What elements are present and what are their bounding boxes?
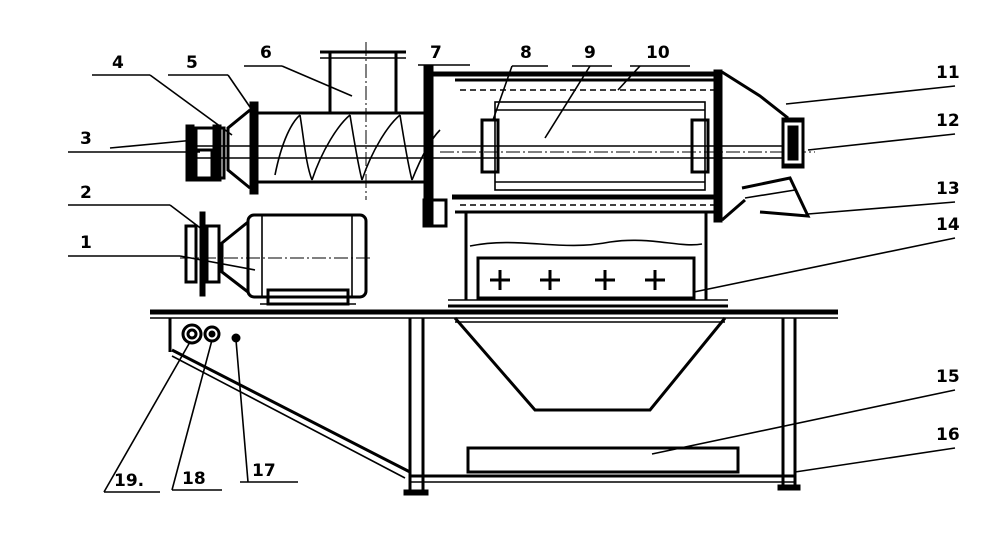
callout-19: 19. (114, 471, 144, 491)
leader-lines (68, 64, 956, 493)
callout-11: 11 (936, 63, 960, 83)
callout-4: 4 (112, 53, 124, 73)
callout-8: 8 (520, 43, 532, 63)
motor (180, 211, 372, 306)
callout-14: 14 (936, 215, 960, 235)
collection-box (448, 212, 728, 308)
vibrator-icon (490, 270, 665, 290)
callout-7: 7 (430, 43, 442, 63)
callout-10: 10 (646, 43, 670, 63)
callout-1: 1 (80, 233, 92, 253)
support-frame (150, 309, 838, 496)
callout-2: 2 (80, 183, 92, 203)
callout-3: 3 (80, 129, 92, 149)
discharge-funnel (453, 317, 727, 412)
sieve-drum-housing (422, 65, 815, 228)
callout-16: 16 (936, 425, 960, 445)
callout-18: 18 (182, 469, 206, 489)
callout-9: 9 (584, 43, 596, 63)
collection-tray (466, 446, 740, 474)
callout-5: 5 (186, 53, 198, 73)
callout-12: 12 (936, 111, 960, 131)
callout-17: 17 (252, 461, 276, 481)
callout-labels: 1 2 3 4 5 6 7 8 9 10 11 12 13 14 15 16 1… (80, 43, 960, 491)
callout-13: 13 (936, 179, 960, 199)
callout-6: 6 (260, 43, 272, 63)
callout-15: 15 (936, 367, 960, 387)
